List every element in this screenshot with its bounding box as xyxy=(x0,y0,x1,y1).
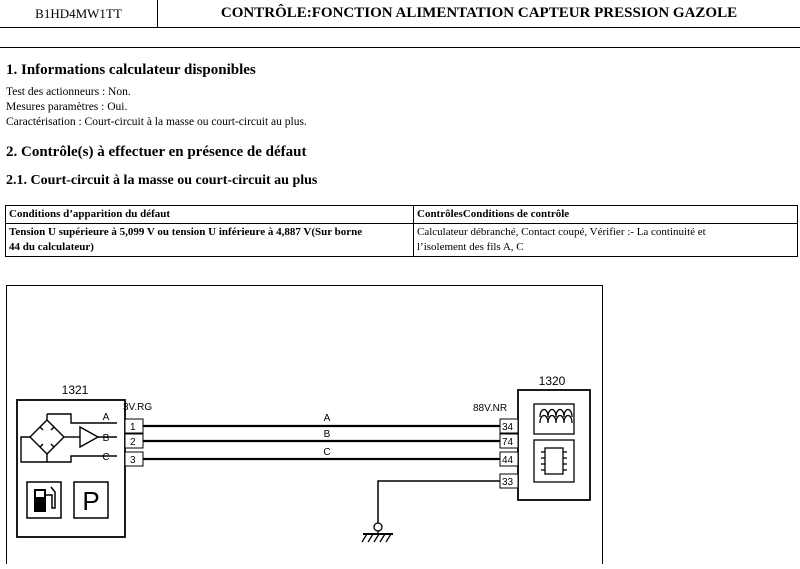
ecu-coil-icon xyxy=(533,403,575,435)
info-line-actuators: Test des actionneurs : Non. xyxy=(6,86,131,98)
document-code: B1HD4MW1TT xyxy=(0,0,158,27)
cell-checks-line1: Calculateur débranché, Contact coupé, Vé… xyxy=(417,226,706,238)
ecu-pin-34-label: 34 xyxy=(502,422,514,433)
cell-checks: Calculateur débranché, Contact coupé, Vé… xyxy=(413,223,798,257)
sensor-connector-label: 3V.RG xyxy=(123,402,152,413)
defect-table: Conditions d’apparition du défaut Contrô… xyxy=(5,205,798,257)
table-row: Tension U supérieure à 5,099 V ou tensio… xyxy=(5,223,798,257)
section1-heading: 1. Informations calculateur disponibles xyxy=(6,62,256,78)
cell-conditions-line2: 44 du calculateur) xyxy=(9,241,94,253)
cell-conditions-line1: Tension U supérieure à 5,099 V ou tensio… xyxy=(9,226,363,238)
wire-a-label: A xyxy=(324,413,331,424)
ecu-pin-44-label: 44 xyxy=(502,455,514,466)
ecu-pin-44 xyxy=(499,451,519,467)
cell-checks-line2: l’isolement des fils A, C xyxy=(417,241,524,253)
ecu-pin-33 xyxy=(499,473,519,489)
ecu-pin-34 xyxy=(499,418,519,434)
section2-heading: 2. Contrôle(s) à effectuer en présence d… xyxy=(6,144,307,160)
pressure-bridge-icon xyxy=(20,413,117,463)
ecu-chip-icon xyxy=(533,439,575,483)
sensor-pin-1-label: 1 xyxy=(130,422,136,433)
ecu-connector-label: 88V.NR xyxy=(473,403,507,414)
fuel-pump-icon xyxy=(26,481,62,519)
wire-c-label: C xyxy=(323,447,330,458)
cell-conditions: Tension U supérieure à 5,099 V ou tensio… xyxy=(5,223,414,257)
wire-b-label: B xyxy=(324,429,331,440)
info-line-measures: Mesures paramètres : Oui. xyxy=(6,101,128,113)
sensor-pin-2-label: 2 xyxy=(130,437,136,448)
info-line-characterisation: Caractérisation : Court-circuit à la mas… xyxy=(6,116,307,128)
ground-symbol-icon xyxy=(361,522,393,543)
sensor-1321-box xyxy=(16,399,126,538)
table-header-row: Conditions d’apparition du défaut Contrô… xyxy=(5,205,798,224)
section2-1-heading: 2.1. Court-circuit à la masse ou court-c… xyxy=(6,173,318,188)
document-title: CONTRÔLE:FONCTION ALIMENTATION CAPTEUR P… xyxy=(220,5,738,21)
ecu-pin-74 xyxy=(499,433,519,449)
header-divider xyxy=(0,47,800,48)
sensor-terminal-a: A xyxy=(103,412,110,423)
pressure-pictogram: P xyxy=(73,481,109,519)
ecu-1320-box xyxy=(517,389,591,501)
wiring-diagram-svg: 1321 A B C P 3V.RG xyxy=(16,374,591,543)
document-header: B1HD4MW1TT CONTRÔLE:FONCTION ALIMENTATIO… xyxy=(0,0,800,28)
col-header-conditions: Conditions d’apparition du défaut xyxy=(5,205,414,224)
ecu-id-label: 1320 xyxy=(539,374,566,388)
col-header-checks: ContrôlesConditions de contrôle xyxy=(413,205,798,224)
wire-harness xyxy=(143,424,500,461)
pressure-letter: P xyxy=(82,486,99,516)
sensor-terminal-b: B xyxy=(103,433,110,444)
sensor-pin-3-label: 3 xyxy=(130,455,136,466)
sensor-terminal-c: C xyxy=(102,452,109,463)
sensor-id-label: 1321 xyxy=(62,383,89,397)
wiring-diagram: 1321 A B C P 3V.RG xyxy=(6,285,603,564)
ground-wire xyxy=(377,480,500,523)
ecu-pin-33-label: 33 xyxy=(502,477,514,488)
ecu-pin-74-label: 74 xyxy=(502,437,514,448)
